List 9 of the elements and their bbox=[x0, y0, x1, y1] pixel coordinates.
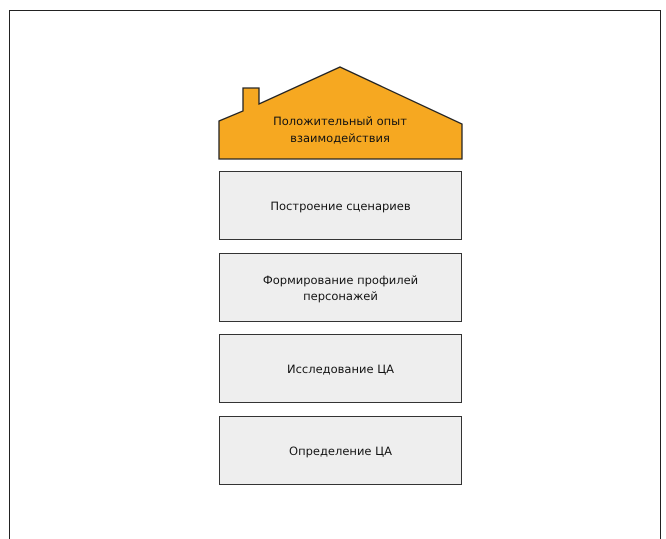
process-box bbox=[219, 253, 462, 322]
house-label: Положительный опыт взаимодействия bbox=[272, 113, 408, 147]
box-label: Исследование ЦА bbox=[286, 360, 394, 376]
box-label: Построение сценариев bbox=[270, 198, 411, 214]
process-box bbox=[219, 171, 462, 240]
process-box bbox=[219, 334, 462, 403]
box-label: Определение ЦА bbox=[289, 442, 392, 458]
box-label: Формирование профилей персонажей bbox=[262, 272, 420, 304]
process-box bbox=[219, 416, 462, 485]
